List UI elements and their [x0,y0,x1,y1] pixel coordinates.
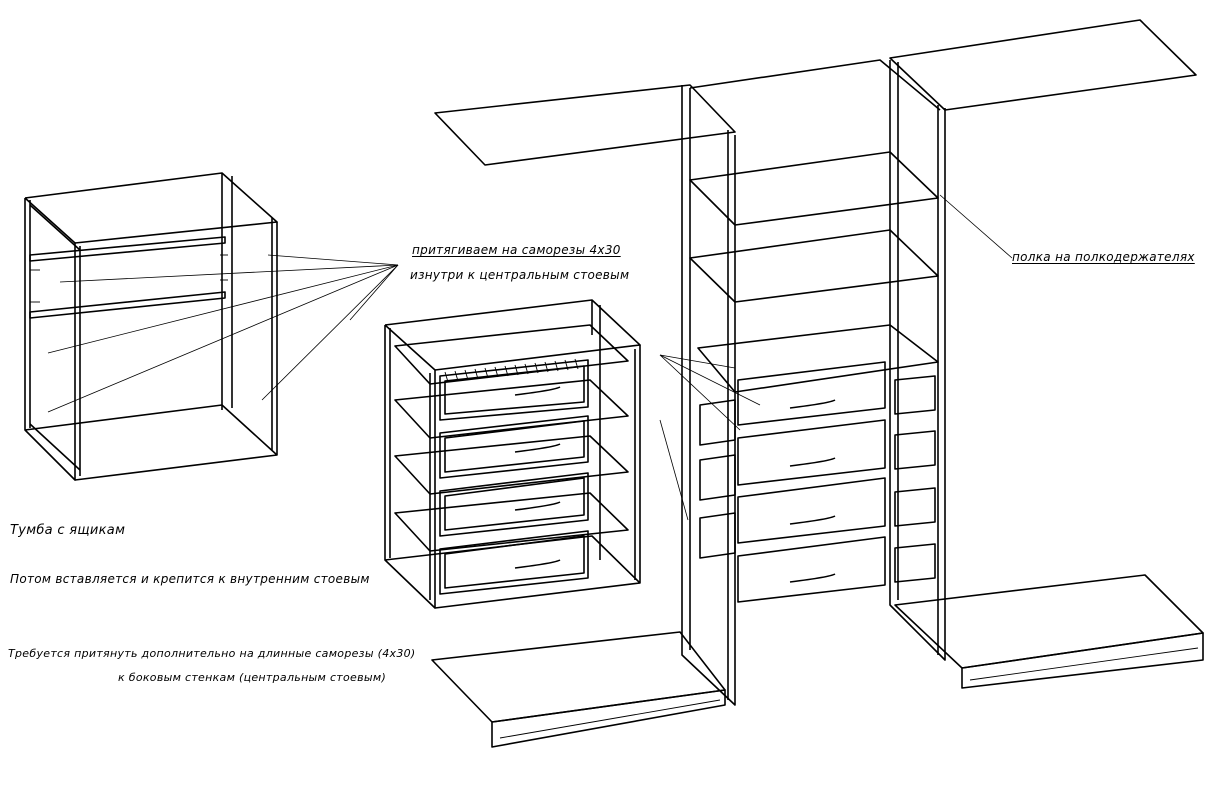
leader-lines [47,194,1013,521]
empty-cabinet-frame [24,172,278,481]
extra-note-line1: Требуется притянуть дополнительно на дли… [8,647,416,660]
extra-note-line2: к боковым стенкам (центральным стоевым) [118,671,387,684]
drawer-unit [384,299,641,609]
screws-note-line2: изнутри к центральным стоевым [410,268,630,282]
shelf-note: полка на полкодержателях [1012,250,1195,264]
screws-note-line1: притягиваем на саморезы 4х30 [412,243,621,257]
insert-note: Потом вставляется и крепится к внутренни… [10,572,370,586]
unit-title: Тумба с ящикам [10,523,126,538]
wardrobe-assembly [431,19,1204,748]
